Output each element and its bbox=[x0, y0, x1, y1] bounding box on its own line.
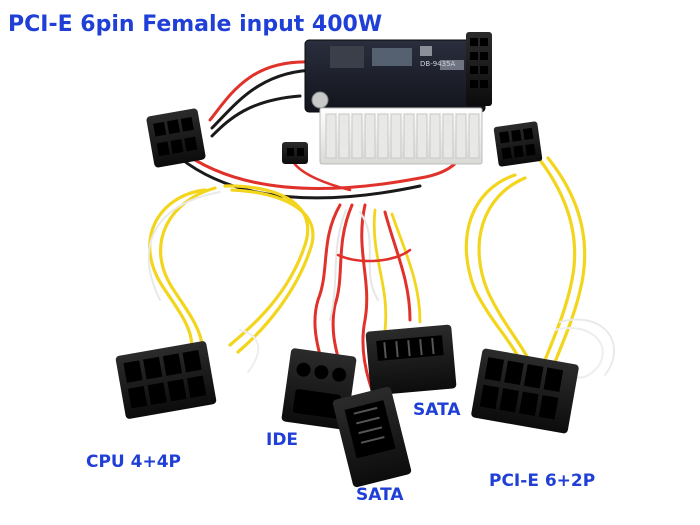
atx-24pin-plug bbox=[319, 107, 483, 165]
label-pcie-connector: PCI-E 6+2P bbox=[489, 471, 596, 491]
psu-board: DB-9435A bbox=[304, 39, 486, 113]
svg-text:DB-9435A: DB-9435A bbox=[420, 60, 456, 68]
label-ide-connector: IDE bbox=[266, 430, 299, 450]
cpu-4plus4p-connector bbox=[115, 341, 217, 419]
sata-connector-lower bbox=[332, 386, 412, 488]
small-2pin-connector bbox=[282, 142, 308, 164]
pcie-output-top-connector bbox=[493, 121, 543, 167]
label-sata-lower: SATA bbox=[356, 485, 404, 505]
cable-bundle bbox=[147, 60, 615, 392]
product-title: PCI-E 6pin Female input 400W bbox=[8, 12, 383, 37]
aux-header-connector bbox=[466, 32, 492, 106]
pcie-6plus2p-connector bbox=[471, 348, 579, 434]
pcie-6pin-input-connector bbox=[146, 108, 206, 168]
sata-connector-upper bbox=[365, 324, 457, 396]
label-cpu-connector: CPU 4+4P bbox=[86, 452, 182, 472]
label-sata-upper: SATA bbox=[413, 400, 461, 420]
